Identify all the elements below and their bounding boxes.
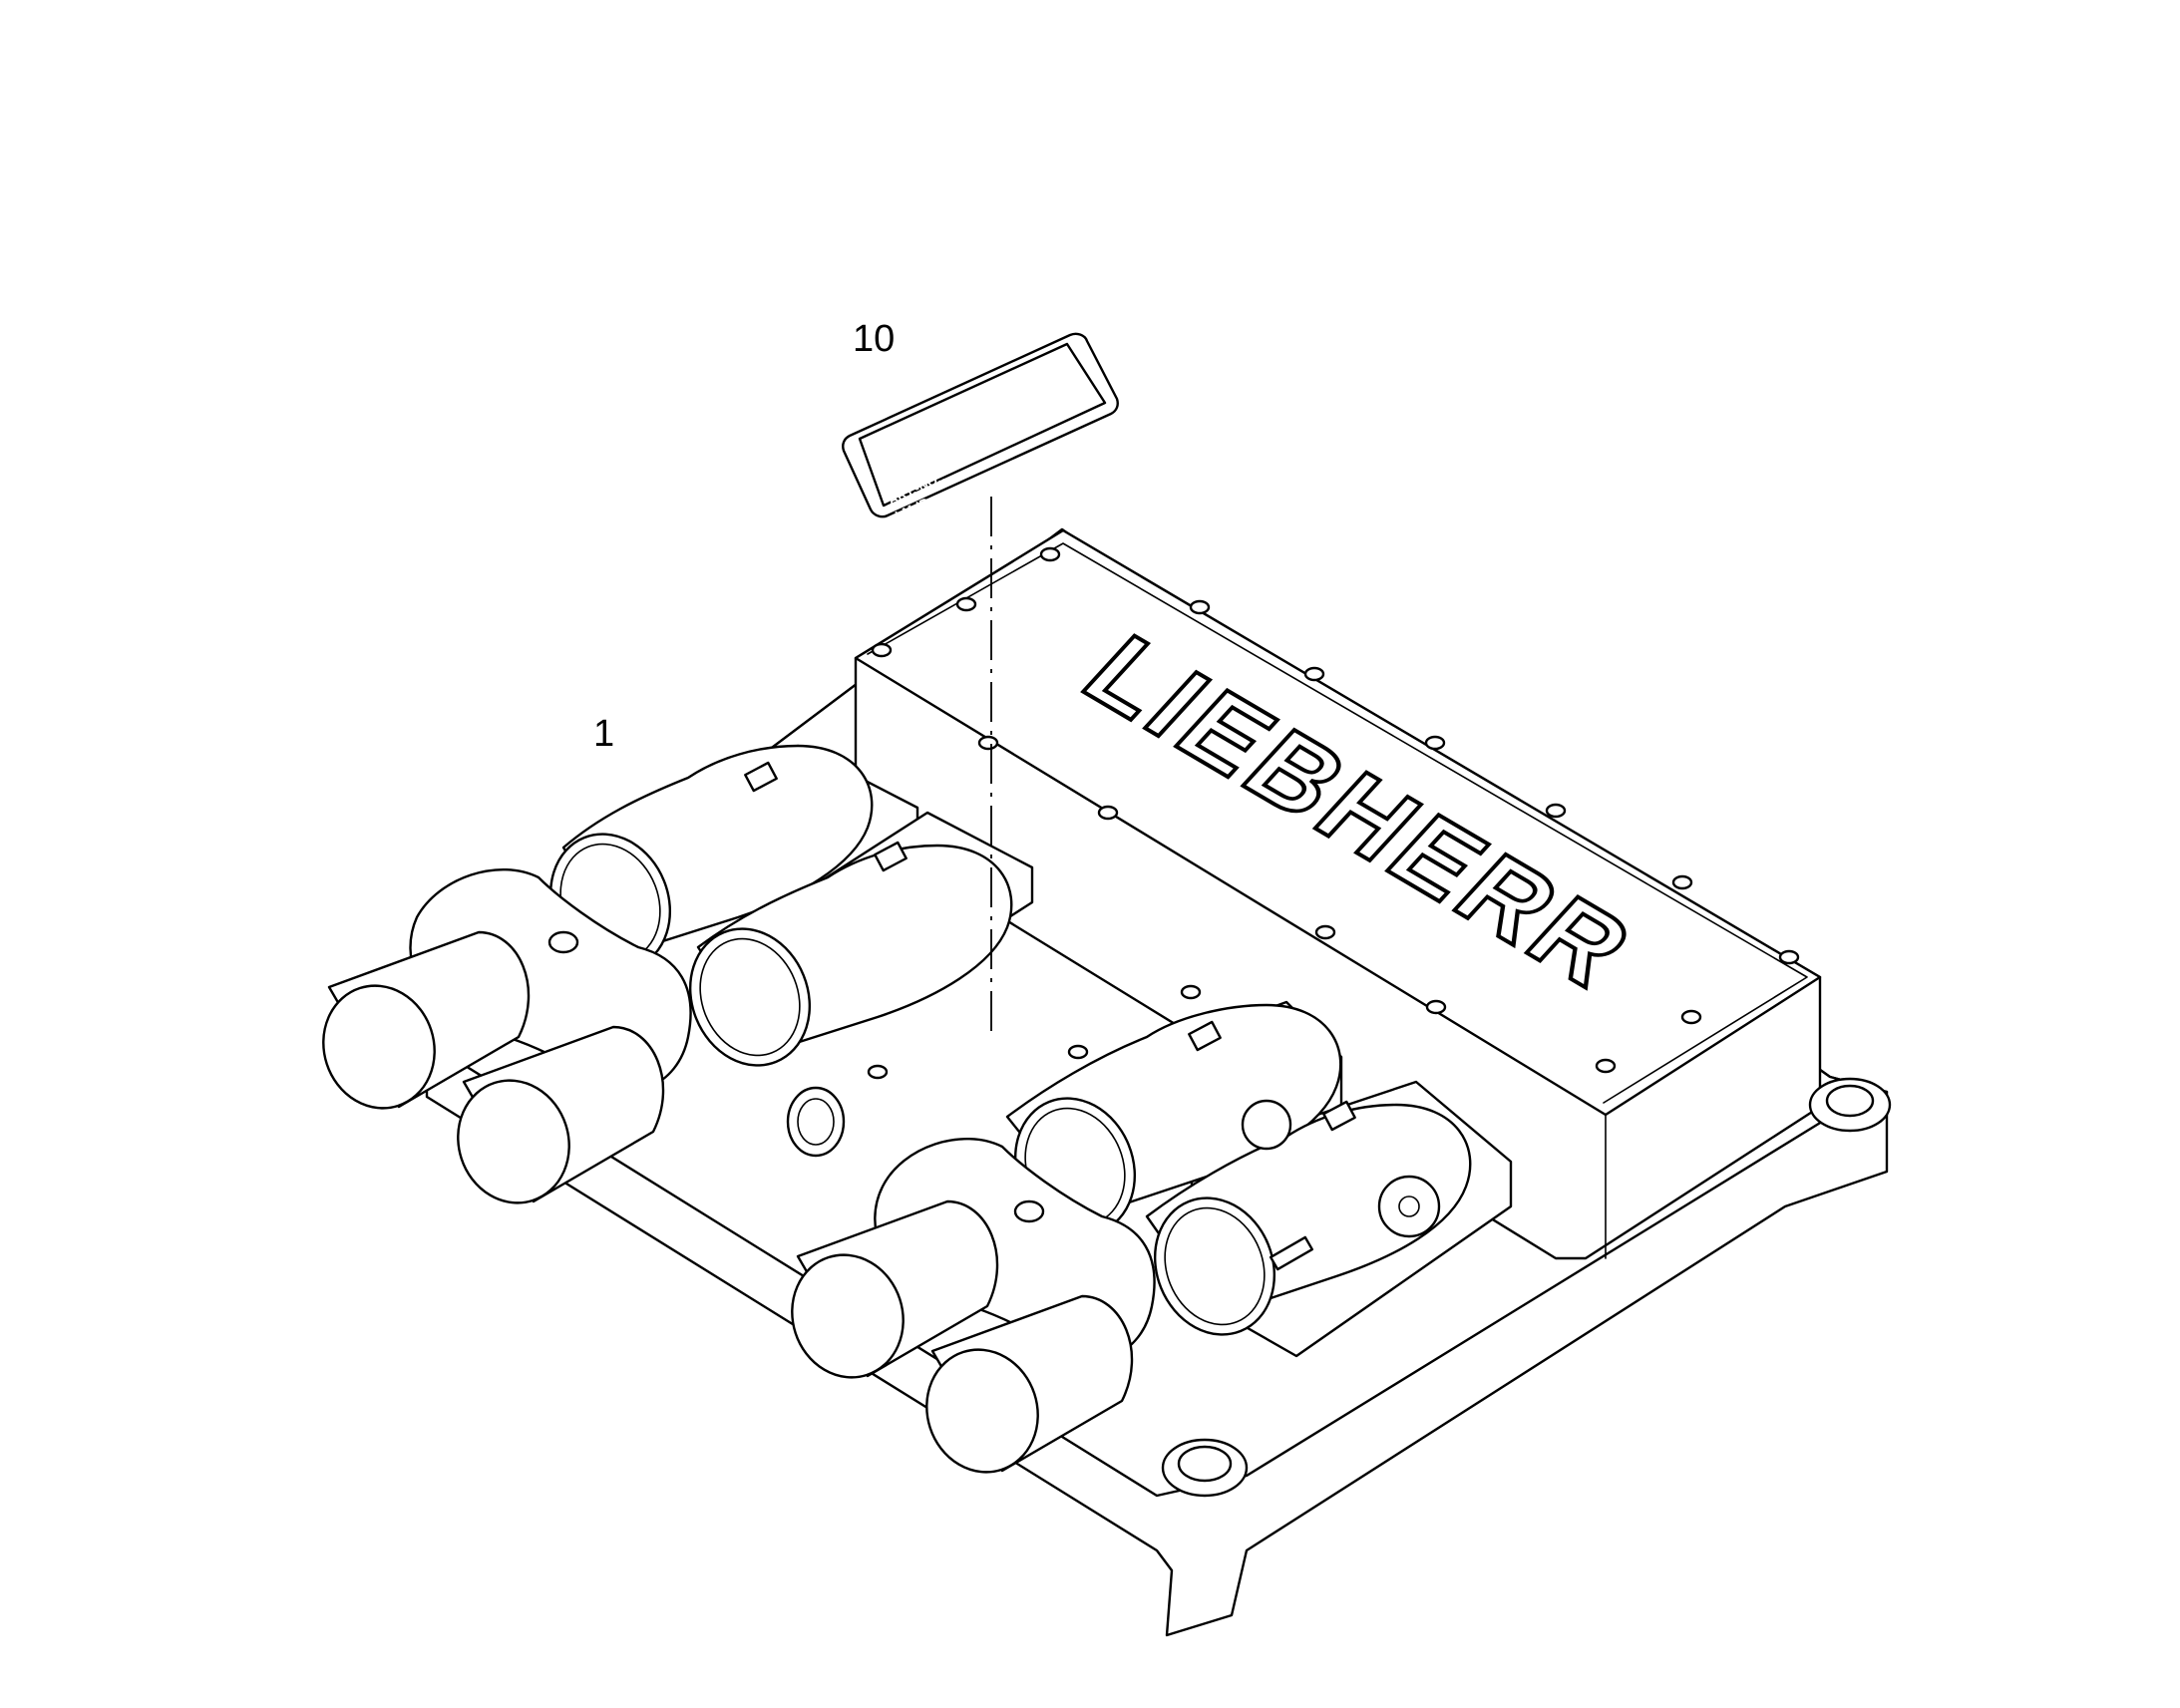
connector-group-lower	[791, 1000, 1513, 1474]
nameplate: TYPE: MCS 3A C-Node SERIAL-NO.: 123456 I…	[842, 332, 1119, 523]
callout-10: 10	[853, 318, 895, 360]
callout-1: 1	[593, 713, 614, 755]
side-port	[786, 1086, 846, 1158]
connector-group-upper	[322, 744, 1034, 1204]
cover-screws	[867, 546, 1800, 1080]
